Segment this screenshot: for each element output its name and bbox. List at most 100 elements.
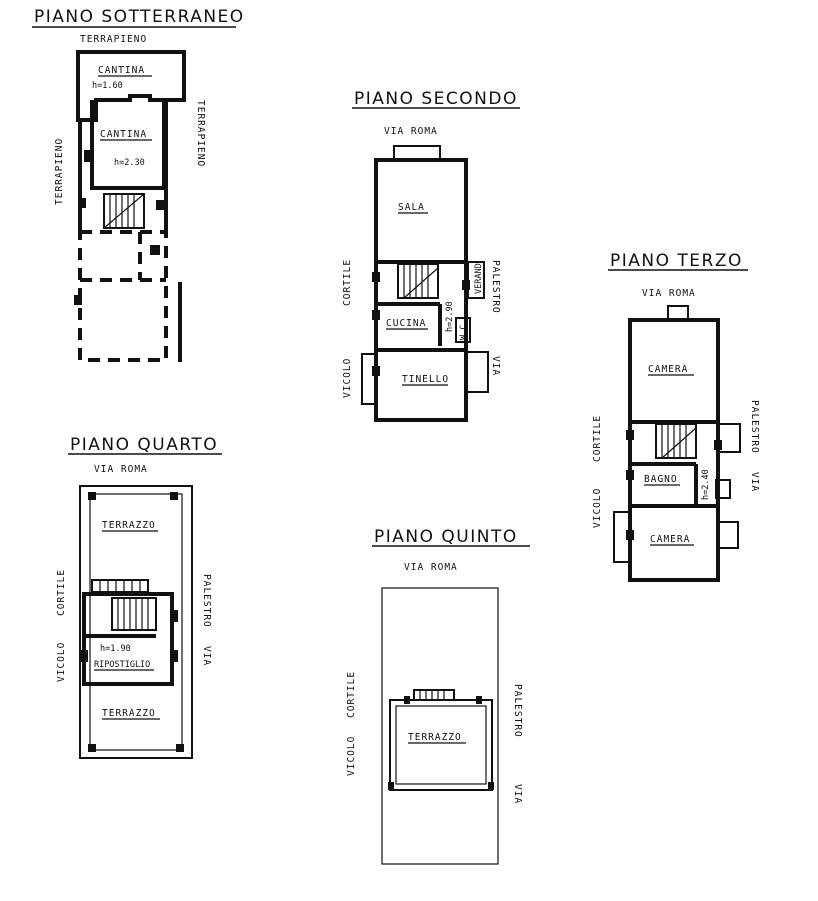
side-balcony	[718, 521, 739, 549]
wc-box	[455, 317, 471, 343]
window-mark	[84, 150, 90, 162]
street-label-palestro: PALESTRO	[490, 260, 501, 314]
room-terrazzo-1: TERRAZZO	[102, 520, 156, 531]
terrace-inner-border	[89, 493, 183, 751]
street-label-cortile: CORTILE	[592, 415, 603, 462]
street-label-via-roma: VIA ROMA	[642, 288, 696, 299]
street-label-via-roma: VIA ROMA	[384, 126, 438, 137]
window-mark	[626, 470, 634, 480]
side-balcony	[718, 423, 741, 453]
window-mark	[170, 650, 178, 662]
window-mark	[372, 310, 380, 320]
street-label-via: VIA	[490, 356, 501, 376]
balcony-via-roma	[393, 145, 441, 158]
window-mark	[372, 272, 380, 282]
room-ripostiglio: RIPOSTIGLIO	[94, 660, 150, 670]
pillar	[488, 782, 494, 790]
street-label-vicolo: VICOLO	[56, 642, 67, 682]
window-mark	[150, 245, 160, 255]
pillar	[404, 696, 410, 704]
room-camera-2: CAMERA	[650, 534, 690, 545]
side-balcony-left	[613, 511, 630, 563]
outer-walls-secondo	[374, 158, 468, 422]
floor-plan-secondo: PIANO SECONDO VIA ROMA VICOLO CORTILE VI…	[342, 89, 520, 422]
pillar	[476, 696, 482, 704]
street-label-via: VIA	[749, 472, 760, 492]
street-label-via: VIA	[201, 646, 212, 666]
room-cantina-2: CANTINA	[100, 129, 147, 140]
outer-walls-terzo	[628, 318, 720, 582]
room-height-quarto: h=1.90	[100, 644, 131, 654]
window-mark	[714, 440, 722, 450]
street-label-palestro: PALESTRO	[749, 400, 760, 454]
street-label-cortile: CORTILE	[342, 259, 353, 306]
stairs-quarto-top	[91, 579, 149, 593]
room-height-secondo: h=2.90	[445, 301, 455, 332]
cantina-second-walls	[90, 100, 166, 190]
room-sala: SALA	[398, 202, 425, 213]
balcony-via-roma	[667, 305, 689, 318]
terrace-border-quinto	[389, 699, 493, 791]
room-tinello: TINELLO	[402, 374, 449, 385]
street-label-vicolo: VICOLO	[342, 358, 353, 398]
room-height-terzo: h=2.40	[701, 469, 711, 500]
small-box	[715, 479, 731, 499]
window-mark	[626, 430, 634, 440]
stairs-sotterraneo	[103, 193, 145, 229]
room-camera-1: CAMERA	[648, 364, 688, 375]
floor-plan-quinto: PIANO QUINTO VIA ROMA VICOLO CORTILE VIA…	[346, 527, 530, 865]
street-label-cortile: CORTILE	[56, 569, 67, 616]
pillar	[170, 492, 178, 500]
dashed-area-lower	[78, 230, 168, 362]
lot-outline-quinto	[381, 587, 499, 865]
floor-plan-quarto: PIANO QUARTO VIA ROMA VICOLO CORTILE VIA…	[56, 435, 222, 759]
floor-title-sotterraneo: PIANO SOTTERRANEO	[34, 7, 245, 27]
room-cantina-1-height: h=1.60	[92, 81, 123, 91]
street-label-vicolo: VICOLO	[346, 736, 357, 776]
room-terrazzo-quinto: TERRAZZO	[408, 732, 462, 743]
window-mark	[626, 530, 634, 540]
floor-plan-sotterraneo: PIANO SOTTERRANEO TERRAPIENO TERRAPIENO …	[32, 7, 245, 362]
room-cucina: CUCINA	[386, 318, 426, 329]
street-label-via: VIA	[512, 784, 523, 804]
pillar	[88, 744, 96, 752]
room-bagno: BAGNO	[644, 474, 678, 485]
stairs-quinto	[413, 689, 455, 701]
window-mark	[462, 280, 470, 290]
pillar	[388, 782, 394, 790]
window-mark	[80, 198, 86, 208]
pillar	[176, 744, 184, 752]
label-terrapieno-left: TERRAPIENO	[54, 138, 65, 205]
stairs-terzo	[655, 423, 697, 459]
street-label-cortile: CORTILE	[346, 671, 357, 718]
side-balcony-left	[361, 353, 376, 405]
terrace-border	[79, 485, 193, 759]
room-terrazzo-2: TERRAZZO	[102, 708, 156, 719]
street-label-palestro: PALESTRO	[512, 684, 523, 738]
window-mark	[74, 295, 82, 305]
street-label-via-roma: VIA ROMA	[404, 562, 458, 573]
pillar	[88, 492, 96, 500]
stairs-secondo	[397, 263, 439, 299]
label-terrapieno-right: TERRAPIENO	[195, 100, 206, 167]
terrace-inner-quinto	[395, 705, 487, 785]
side-balcony	[466, 351, 489, 393]
room-cantina-2-height: h=2.30	[114, 158, 145, 168]
window-mark	[156, 200, 164, 210]
floor-title-secondo: PIANO SECONDO	[354, 89, 518, 109]
floor-title-quarto: PIANO QUARTO	[70, 435, 218, 455]
floor-title-terzo: PIANO TERZO	[610, 251, 743, 271]
window-mark	[170, 610, 178, 622]
room-cantina-1: CANTINA	[98, 65, 145, 76]
room-wc: W.C.	[459, 320, 469, 340]
room-veranda: VERAND	[474, 263, 484, 294]
label-terrapieno-top: TERRAPIENO	[80, 34, 147, 45]
window-mark	[372, 366, 380, 376]
floor-plan-terzo: PIANO TERZO VIA ROMA VICOLO CORTILE VIA …	[592, 251, 760, 582]
street-label-palestro: PALESTRO	[201, 574, 212, 628]
window-mark	[80, 650, 88, 662]
stairs-quarto	[111, 597, 157, 631]
street-label-via-roma: VIA ROMA	[94, 464, 148, 475]
street-label-vicolo: VICOLO	[592, 488, 603, 528]
